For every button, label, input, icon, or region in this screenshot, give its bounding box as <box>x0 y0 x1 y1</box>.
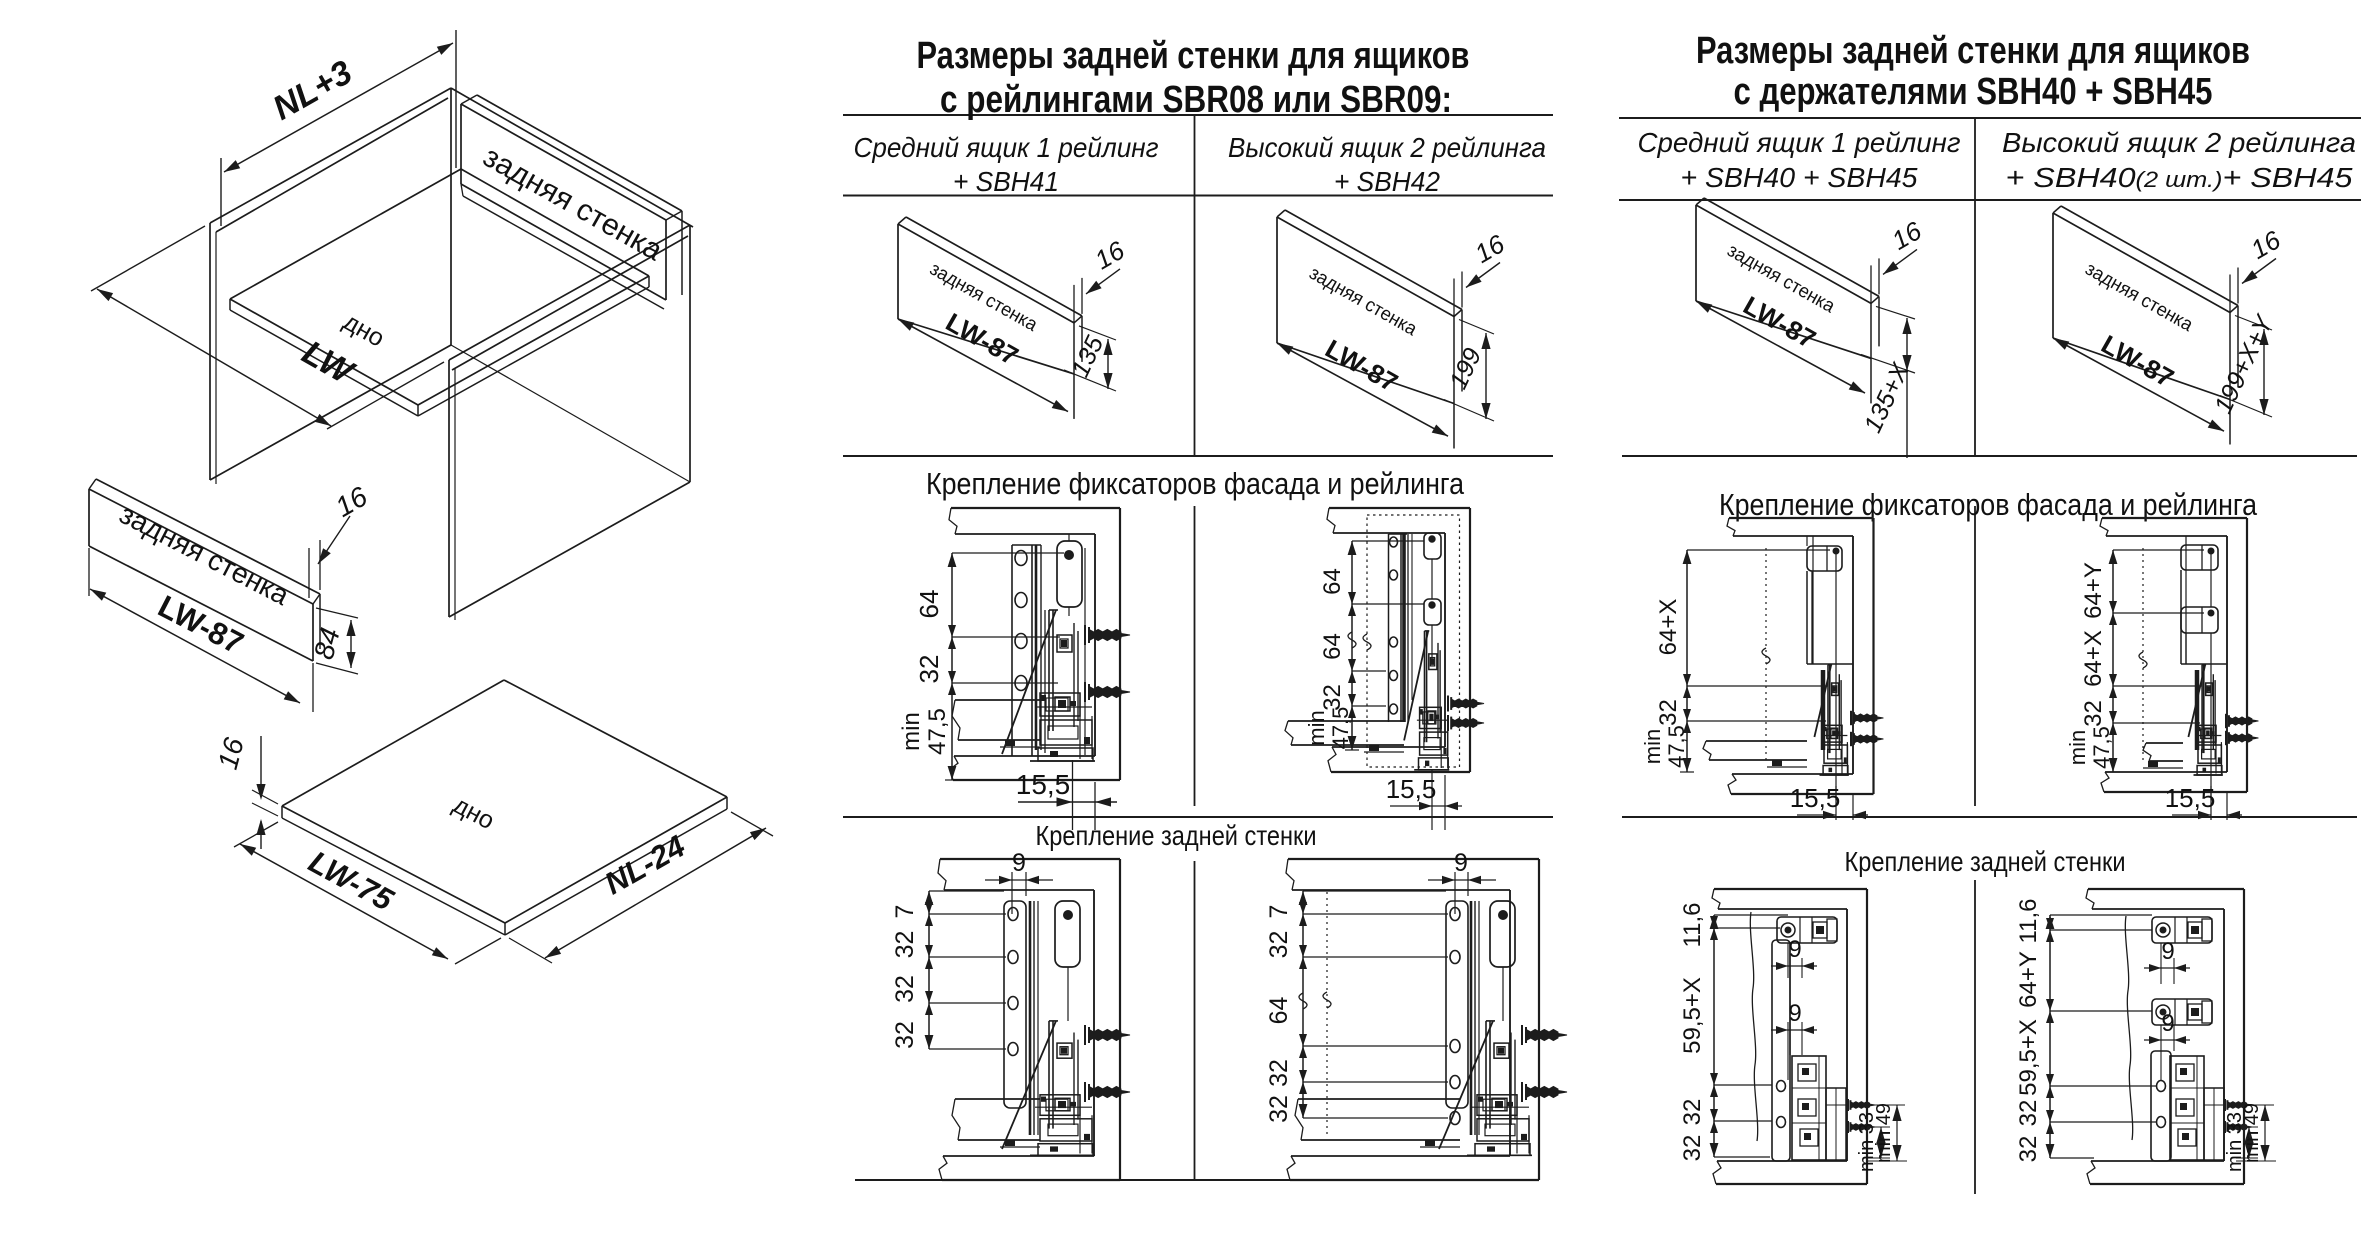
svg-text:47,5: 47,5 <box>1664 725 1689 768</box>
svg-text:32: 32 <box>1265 1059 1293 1087</box>
svg-text:9: 9 <box>1788 936 1801 963</box>
svg-text:64: 64 <box>914 590 944 619</box>
svg-text:32: 32 <box>1679 1135 1706 1162</box>
svg-text:Высокий ящик 2 рейлинга: Высокий ящик 2 рейлинга <box>2002 127 2356 158</box>
svg-text:59,5+X: 59,5+X <box>2015 1019 2042 1096</box>
svg-text:9: 9 <box>2161 938 2174 965</box>
svg-text:32: 32 <box>891 931 919 959</box>
svg-text:32: 32 <box>2080 700 2107 727</box>
svg-text:7: 7 <box>891 905 919 919</box>
svg-text:min 33: min 33 <box>2224 1112 2246 1172</box>
svg-text:Средний ящик 1 рейлинг: Средний ящик 1 рейлинг <box>1638 127 1961 158</box>
svg-text:9: 9 <box>1788 1000 1801 1027</box>
svg-text:32: 32 <box>1679 1099 1706 1126</box>
svg-text:32: 32 <box>1655 699 1682 726</box>
svg-text:+ SBH41: + SBH41 <box>953 166 1059 197</box>
svg-text:32: 32 <box>891 1021 919 1049</box>
svg-text:7: 7 <box>1265 905 1293 919</box>
svg-text:64+X: 64+X <box>2080 630 2107 687</box>
svg-text:64: 64 <box>1265 997 1293 1025</box>
svg-text:Крепление фиксаторов фасада и: Крепление фиксаторов фасада и рейлинга <box>926 466 1465 501</box>
svg-text:32: 32 <box>2015 1100 2042 1127</box>
svg-text:9: 9 <box>1012 849 1026 877</box>
svg-text:Средний ящик 1 рейлинг: Средний ящик 1 рейлинг <box>854 132 1159 163</box>
svg-text:Размеры задней стенки для ящик: Размеры задней стенки для ящиков <box>917 35 1470 77</box>
svg-text:9: 9 <box>1454 849 1468 877</box>
svg-text:15,5: 15,5 <box>2165 783 2216 813</box>
svg-text:min: min <box>2065 730 2090 765</box>
svg-text:+ SBH40 + SBH45: + SBH40 + SBH45 <box>1681 162 1918 193</box>
svg-text:47,5: 47,5 <box>2089 726 2114 769</box>
svg-text:64: 64 <box>1319 568 1346 595</box>
svg-text:Крепление задней стенки: Крепление задней стенки <box>1036 820 1317 851</box>
svg-text:9: 9 <box>2161 1010 2174 1037</box>
svg-text:32: 32 <box>891 975 919 1003</box>
svg-text:min: min <box>1640 729 1665 764</box>
svg-text:Крепление фиксаторов фасада и: Крепление фиксаторов фасада и рейлинга <box>1719 487 2258 522</box>
svg-text:min: min <box>1304 710 1329 745</box>
svg-text:15,5: 15,5 <box>1386 774 1437 804</box>
svg-text:59,5+X: 59,5+X <box>1679 977 1706 1054</box>
svg-text:min 33: min 33 <box>1856 1112 1878 1172</box>
svg-text:+ SBH40(2 шт.)+ SBH45: + SBH40(2 шт.)+ SBH45 <box>2006 162 2353 193</box>
svg-text:с держателями SBH40 + SBH45: с держателями SBH40 + SBH45 <box>1734 71 2213 113</box>
svg-text:47,5: 47,5 <box>924 708 951 755</box>
svg-text:32: 32 <box>1265 1095 1293 1123</box>
svg-text:с рейлингами SBR08 или SBR09:: с рейлингами SBR08 или SBR09: <box>940 79 1452 121</box>
svg-text:11,6: 11,6 <box>1679 903 1706 948</box>
svg-text:15,5: 15,5 <box>1016 769 1071 800</box>
svg-text:min: min <box>898 712 925 751</box>
svg-text:64+X: 64+X <box>1655 599 1682 656</box>
svg-text:Высокий ящик 2 рейлинга: Высокий ящик 2 рейлинга <box>1228 132 1546 163</box>
svg-text:Крепление задней стенки: Крепление задней стенки <box>1845 846 2126 877</box>
svg-text:32: 32 <box>1319 684 1346 711</box>
svg-text:64+Y: 64+Y <box>2080 562 2107 619</box>
svg-text:32: 32 <box>1265 931 1293 959</box>
svg-text:32: 32 <box>914 655 944 684</box>
svg-text:64+Y: 64+Y <box>2015 951 2042 1008</box>
svg-text:15,5: 15,5 <box>1790 783 1841 813</box>
svg-text:64: 64 <box>1319 633 1346 660</box>
svg-text:47,5: 47,5 <box>1328 707 1353 750</box>
svg-text:+ SBH42: + SBH42 <box>1334 166 1440 197</box>
svg-text:min 49: min 49 <box>2241 1103 2263 1163</box>
svg-text:32: 32 <box>2015 1136 2042 1163</box>
svg-text:Размеры задней стенки для ящик: Размеры задней стенки для ящиков <box>1696 30 2250 72</box>
svg-text:min 49: min 49 <box>1873 1103 1895 1163</box>
svg-text:11,6: 11,6 <box>2015 899 2042 944</box>
